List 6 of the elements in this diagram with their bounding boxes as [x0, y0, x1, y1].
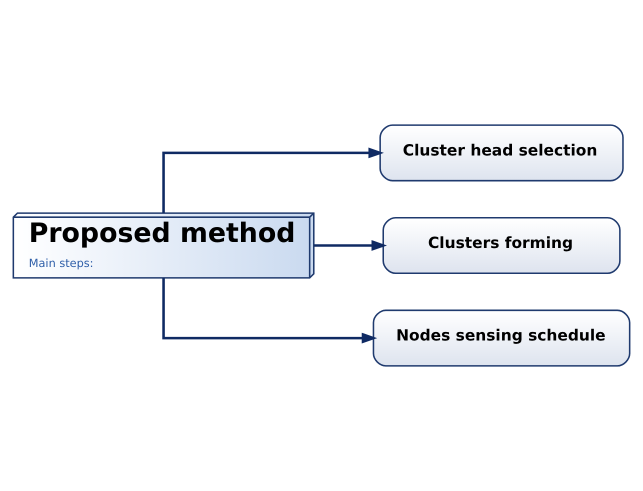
arrow [162, 147, 384, 213]
arrow [162, 278, 378, 344]
node-box: Nodes sensing schedule [372, 310, 630, 367]
arrow [314, 240, 387, 251]
node-box: Cluster head selection [379, 124, 624, 182]
node-box: Clusters forming [382, 216, 621, 274]
